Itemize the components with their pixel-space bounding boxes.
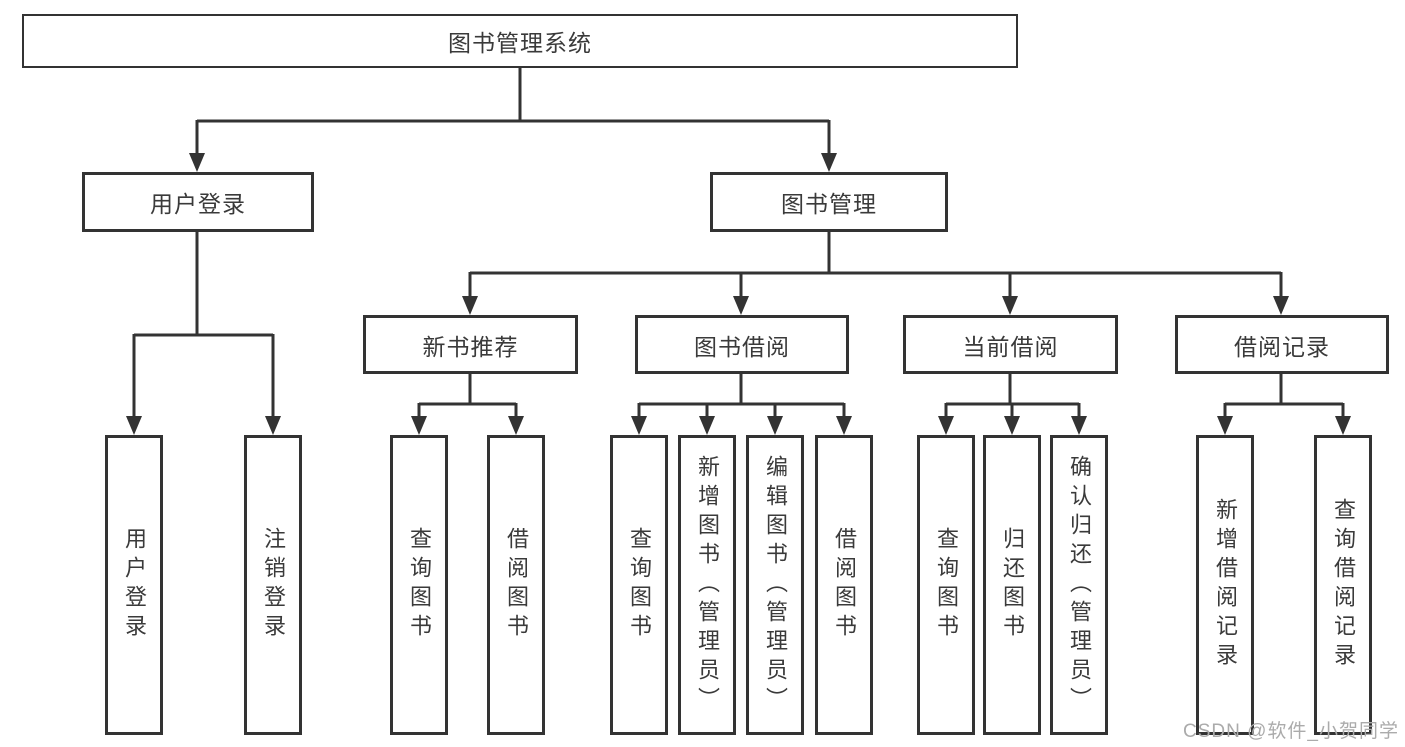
node-book-borrowing: 图书借阅	[635, 315, 849, 374]
node-leaf-logout: 注销登录	[244, 435, 302, 735]
node-new-book-recommendation: 新书推荐	[363, 315, 578, 374]
node-leaf-query-books-borrowing: 查询图书	[610, 435, 668, 735]
csdn-watermark: CSDN @软件_小贺同学	[1183, 721, 1399, 742]
node-borrowing-records: 借阅记录	[1175, 315, 1389, 374]
node-leaf-query-borrow-record-label: 查询借阅记录	[1331, 498, 1356, 672]
node-leaf-query-books-borrowing-label: 查询图书	[627, 527, 652, 643]
node-borrowing-records-label: 借阅记录	[1234, 333, 1330, 360]
node-current-borrowing-label: 当前借阅	[962, 333, 1059, 360]
node-root: 图书管理系统	[22, 14, 1018, 68]
node-leaf-add-borrow-record-label: 新增借阅记录	[1213, 498, 1238, 672]
node-leaf-borrow-books-borrowing: 借阅图书	[815, 435, 873, 735]
node-leaf-add-borrow-record: 新增借阅记录	[1196, 435, 1254, 735]
node-book-management: 图书管理	[710, 172, 948, 232]
node-leaf-borrow-books-recommend: 借阅图书	[487, 435, 545, 735]
node-leaf-login-label: 用户登录	[122, 527, 147, 643]
node-user-login-label: 用户登录	[150, 191, 246, 217]
node-leaf-query-books-current-label: 查询图书	[934, 527, 959, 643]
node-leaf-logout-label: 注销登录	[261, 527, 286, 643]
node-book-management-label: 图书管理	[781, 191, 877, 217]
node-leaf-edit-books-admin-label: 编辑图书（管理员）	[763, 454, 788, 716]
node-leaf-add-books-admin-label: 新增图书（管理员）	[695, 454, 720, 716]
node-user-login: 用户登录	[82, 172, 314, 232]
node-leaf-add-books-admin: 新增图书（管理员）	[678, 435, 736, 735]
node-leaf-return-books: 归还图书	[983, 435, 1041, 735]
node-leaf-borrow-books-borrowing-label: 借阅图书	[832, 527, 857, 643]
node-leaf-edit-books-admin: 编辑图书（管理员）	[746, 435, 804, 735]
node-leaf-confirm-return-admin-label: 确认归还（管理员）	[1067, 454, 1092, 716]
node-root-label: 图书管理系统	[448, 30, 592, 56]
node-leaf-query-borrow-record: 查询借阅记录	[1314, 435, 1372, 735]
node-book-borrowing-label: 图书借阅	[694, 333, 790, 360]
node-leaf-confirm-return-admin: 确认归还（管理员）	[1050, 435, 1108, 735]
node-new-book-recommendation-label: 新书推荐	[422, 333, 519, 360]
node-current-borrowing: 当前借阅	[903, 315, 1118, 374]
node-leaf-query-books-current: 查询图书	[917, 435, 975, 735]
node-leaf-query-books-recommend: 查询图书	[390, 435, 448, 735]
node-leaf-borrow-books-recommend-label: 借阅图书	[504, 527, 529, 643]
node-leaf-login: 用户登录	[105, 435, 163, 735]
node-leaf-query-books-recommend-label: 查询图书	[407, 527, 432, 643]
node-leaf-return-books-label: 归还图书	[1000, 527, 1025, 643]
